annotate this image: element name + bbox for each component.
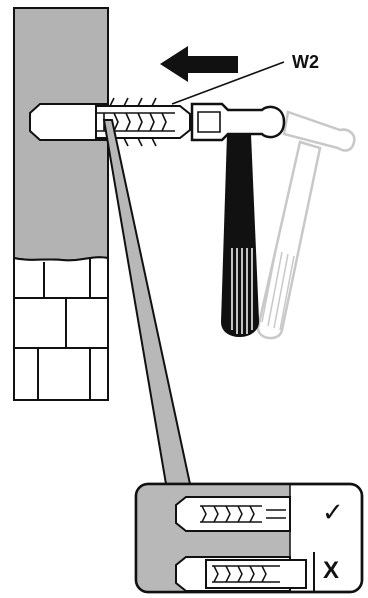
hammer-head — [190, 102, 286, 142]
w2-leader-line — [171, 61, 285, 105]
arrow-left-icon — [160, 46, 238, 82]
plug-body — [95, 105, 191, 139]
plug-wrong — [175, 552, 315, 592]
detail-zoom-wedge — [102, 119, 192, 485]
checkmark-icon: ✓ — [322, 498, 344, 528]
x-mark-icon: X — [323, 557, 340, 584]
hammer-handle — [220, 133, 260, 337]
wall-plug — [29, 97, 191, 147]
callout-label-w2: W2 — [292, 52, 319, 72]
plug-correct — [175, 496, 291, 532]
hammer-icon — [190, 102, 286, 337]
hammer-ghost — [256, 110, 356, 340]
wall — [13, 7, 109, 401]
brick-lines — [14, 258, 108, 400]
detail-panel — [134, 482, 364, 594]
wall-brick-section — [13, 256, 109, 401]
